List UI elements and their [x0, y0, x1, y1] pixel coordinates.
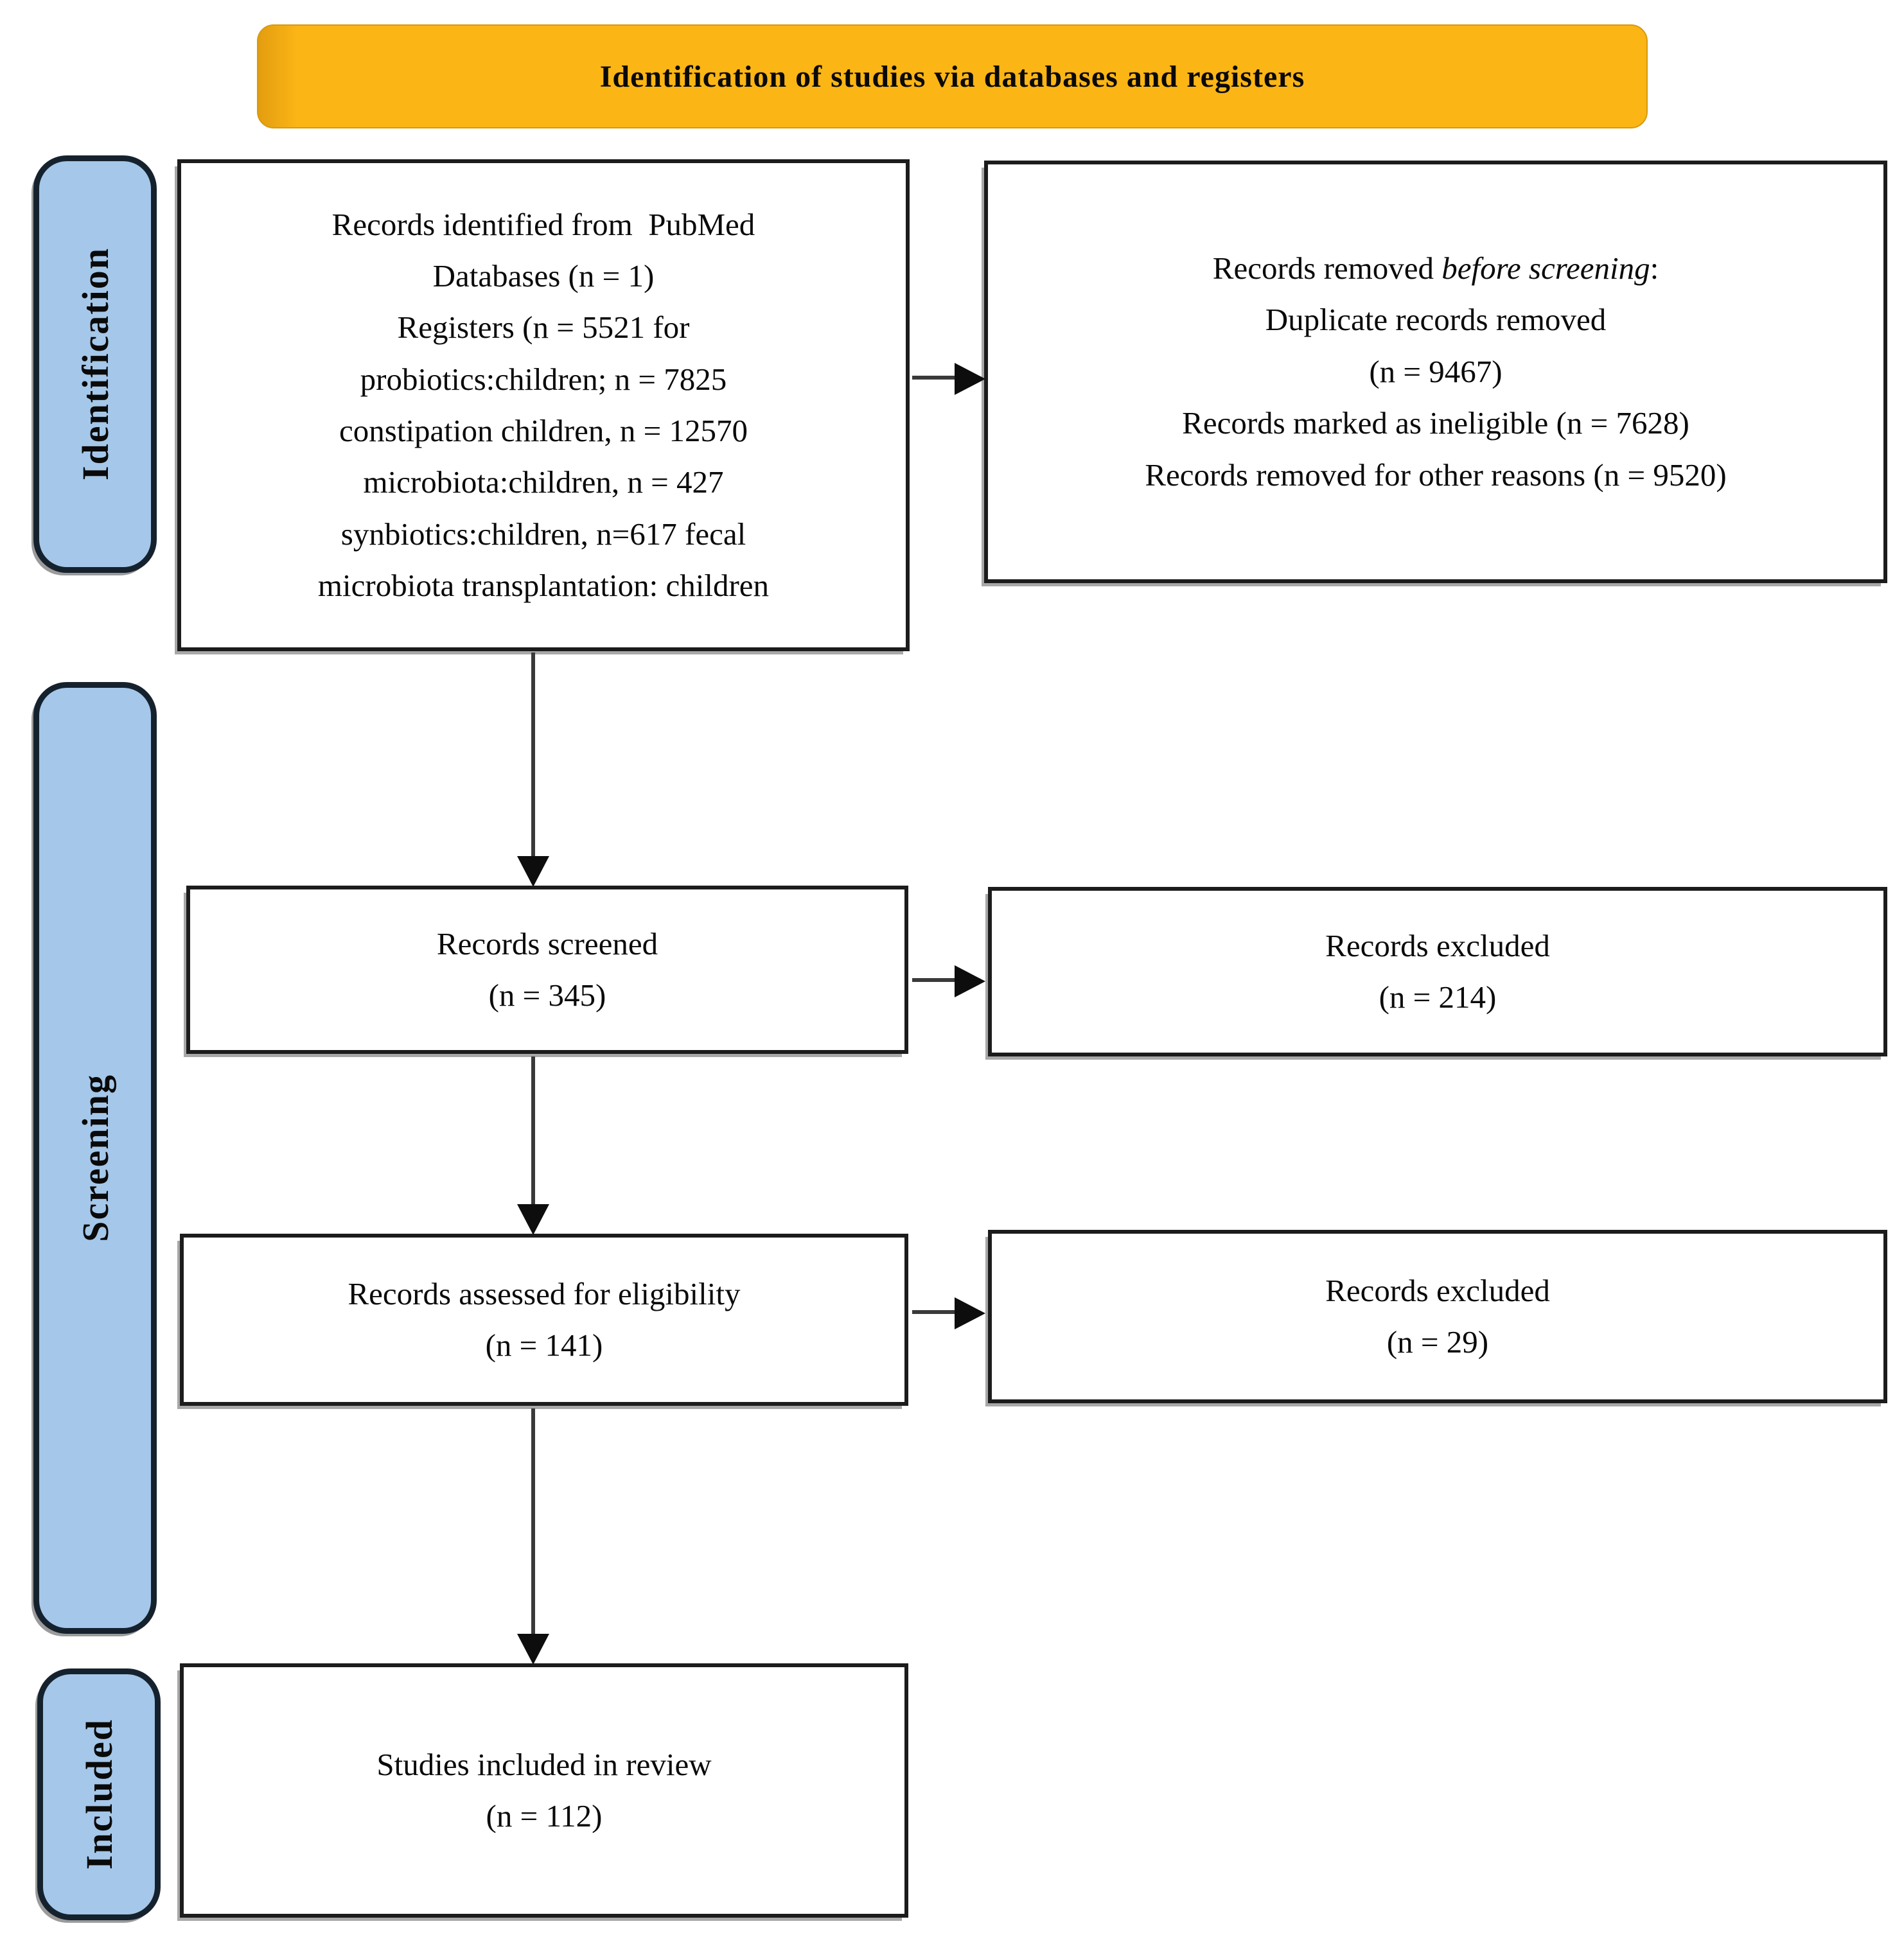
arrow-down-stem [531, 1056, 535, 1207]
box-records-removed: Records removed before screening: Duplic… [984, 161, 1887, 583]
records-removed-heading: Records removed before screening: [1145, 243, 1726, 294]
stage-screening-label: Screening [74, 1074, 116, 1242]
arrow-right-icon [955, 1297, 985, 1329]
box-records-screened-text: Records screened (n = 345) [436, 925, 658, 1013]
arrow-right-stem [912, 978, 962, 982]
box-records-excluded-screening: Records excluded (n = 214) [988, 887, 1887, 1056]
arrow-down-icon [517, 1204, 549, 1235]
records-removed-details: Duplicate records removed (n = 9467) Rec… [1145, 302, 1727, 493]
stage-screening: Screening [33, 682, 157, 1634]
box-records-assessed-text: Records assessed for eligibility (n = 14… [348, 1275, 741, 1363]
box-records-excluded-screening-text: Records excluded (n = 214) [1325, 927, 1550, 1015]
box-records-excluded-eligibility-text: Records excluded (n = 29) [1325, 1272, 1550, 1360]
box-studies-included: Studies included in review (n = 112) [180, 1663, 908, 1918]
stage-identification: Identification [33, 155, 157, 573]
stage-included: Included [37, 1668, 161, 1920]
arrow-down-stem [531, 1408, 535, 1636]
box-studies-included-text: Studies included in review (n = 112) [376, 1746, 712, 1834]
box-records-removed-text: Records removed before screening: Duplic… [1145, 243, 1726, 501]
box-records-screened: Records screened (n = 345) [186, 886, 908, 1054]
arrow-right-stem [912, 376, 962, 380]
box-records-identified-text: Records identified from PubMed Databases… [317, 206, 770, 604]
stage-included-label: Included [78, 1719, 120, 1870]
arrow-down-icon [517, 856, 549, 887]
banner: Identification of studies via databases … [257, 24, 1648, 128]
box-records-excluded-eligibility: Records excluded (n = 29) [988, 1230, 1887, 1403]
box-records-identified: Records identified from PubMed Databases… [177, 159, 910, 651]
stage-identification-label: Identification [74, 247, 116, 481]
arrow-right-icon [955, 363, 985, 395]
arrow-down-stem [531, 652, 535, 861]
box-records-assessed: Records assessed for eligibility (n = 14… [180, 1234, 908, 1406]
arrow-right-icon [955, 965, 985, 997]
arrow-right-stem [912, 1310, 962, 1314]
banner-title: Identification of studies via databases … [599, 59, 1305, 94]
records-removed-heading-prefix: Records removed [1212, 250, 1442, 286]
records-removed-heading-italic: before screening [1441, 250, 1650, 286]
arrow-down-icon [517, 1634, 549, 1665]
records-removed-heading-suffix: : [1650, 250, 1659, 286]
